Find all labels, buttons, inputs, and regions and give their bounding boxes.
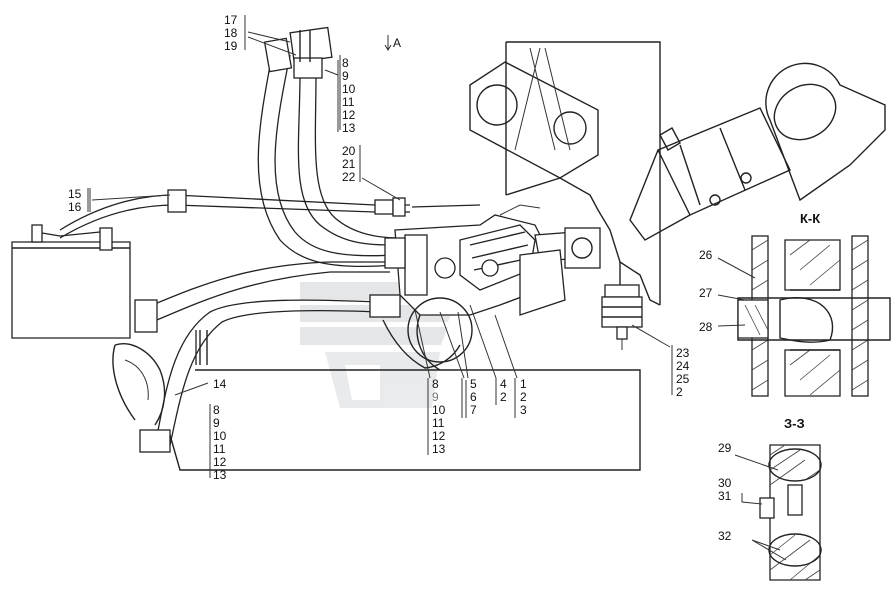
callout-28: 28: [699, 320, 713, 334]
callout-32: 32: [718, 529, 732, 543]
callout-25: 25: [676, 372, 690, 386]
callout-11: 11: [342, 95, 355, 109]
callout-29: 29: [718, 441, 732, 455]
callout-9: 9: [213, 416, 220, 430]
callout-17-19: 17 18 19: [224, 13, 238, 53]
callout-29-31: 29 30 31: [718, 441, 732, 503]
callout-11: 11: [213, 442, 226, 456]
hose-clamp-15: [167, 189, 187, 213]
section-kk-title: К-К: [800, 211, 820, 226]
callout-9: 9: [432, 390, 439, 404]
callout-10: 10: [213, 429, 227, 443]
callout-8-13-top: 8 9 10 11 12 13: [342, 56, 356, 135]
callout-19: 19: [224, 39, 238, 53]
callout-23-2: 23 24 25 2: [676, 346, 690, 399]
callout-12: 12: [342, 108, 356, 122]
oil-tank: [11, 224, 131, 339]
callout-8: 8: [342, 56, 349, 70]
callout-20-22: 20 21 22: [342, 144, 356, 184]
support-bolt: [601, 284, 643, 350]
callout-1: 1: [520, 377, 527, 391]
callout-4-2: 4 2: [500, 377, 507, 404]
callout-13: 13: [213, 468, 227, 482]
callout-17: 17: [224, 13, 238, 27]
callout-23: 23: [676, 346, 690, 360]
view-arrow-label: A: [393, 36, 401, 50]
callout-22: 22: [342, 170, 356, 184]
callout-5: 5: [470, 377, 477, 391]
callout-10: 10: [342, 82, 356, 96]
callout-7: 7: [470, 403, 477, 417]
callout-10: 10: [432, 403, 446, 417]
callout-6: 6: [470, 390, 477, 404]
callout-4: 4: [500, 377, 507, 391]
callout-8: 8: [213, 403, 220, 417]
callout-8: 8: [432, 377, 439, 391]
lower-frame: [112, 330, 641, 471]
callout-14-text: 14: [213, 377, 227, 391]
callout-bars: [87, 15, 673, 478]
callout-2: 2: [520, 390, 527, 404]
callout-1-3: 1 2 3: [520, 377, 527, 417]
callout-3: 3: [520, 403, 527, 417]
control-valve-block: [382, 204, 601, 371]
hydraulic-cylinder: [629, 62, 886, 241]
callout-32-text: 32: [718, 529, 732, 543]
section-zz: [759, 444, 822, 581]
callout-24: 24: [676, 359, 690, 373]
callout-14: 14: [213, 377, 227, 391]
callout-13: 13: [342, 121, 356, 135]
callout-30: 30: [718, 476, 732, 490]
callout-12: 12: [432, 429, 446, 443]
callout-11: 11: [432, 416, 445, 430]
frame-bracket: [469, 41, 661, 306]
section-zz-title: З-З: [784, 416, 805, 431]
callout-5-7: 5 6 7: [470, 377, 477, 417]
callout-8-13-bottom: 8 9 10 11 12 13: [213, 403, 227, 482]
hose-fittings-top: [263, 26, 333, 79]
callout-26-28: 26 27 28: [699, 248, 713, 334]
callout-31: 31: [718, 489, 732, 503]
callout-12: 12: [213, 455, 227, 469]
callout-2: 2: [500, 390, 507, 404]
section-kk: [737, 235, 891, 397]
callout-16: 16: [68, 200, 82, 214]
callout-9: 9: [342, 69, 349, 83]
callout-20: 20: [342, 144, 356, 158]
callout-15: 15: [68, 187, 82, 201]
callout-21: 21: [342, 157, 356, 171]
callout-26: 26: [699, 248, 713, 262]
callout-15-16: 15 16: [68, 187, 82, 214]
callout-13: 13: [432, 442, 446, 456]
callout-18: 18: [224, 26, 238, 40]
hose-lines: [59, 54, 481, 453]
callout-8-13-center: 8 9 10 11 12 13: [432, 377, 446, 456]
callout-27: 27: [699, 286, 713, 300]
callout-2: 2: [676, 385, 683, 399]
